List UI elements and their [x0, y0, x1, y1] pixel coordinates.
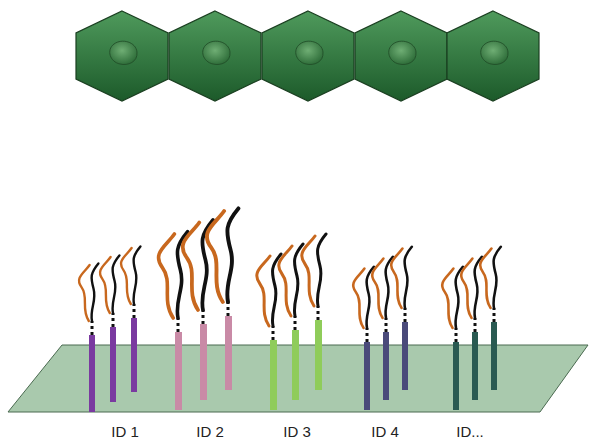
probe-groups	[79, 208, 501, 412]
probe-id-label: ID 1	[111, 424, 139, 441]
probe-id-label: ID 2	[196, 424, 224, 441]
probe-id-label: ID 3	[283, 424, 311, 441]
cell-row	[76, 11, 539, 101]
probe-id-label: ID 4	[371, 424, 399, 441]
probe-id-label: ID...	[456, 424, 484, 441]
